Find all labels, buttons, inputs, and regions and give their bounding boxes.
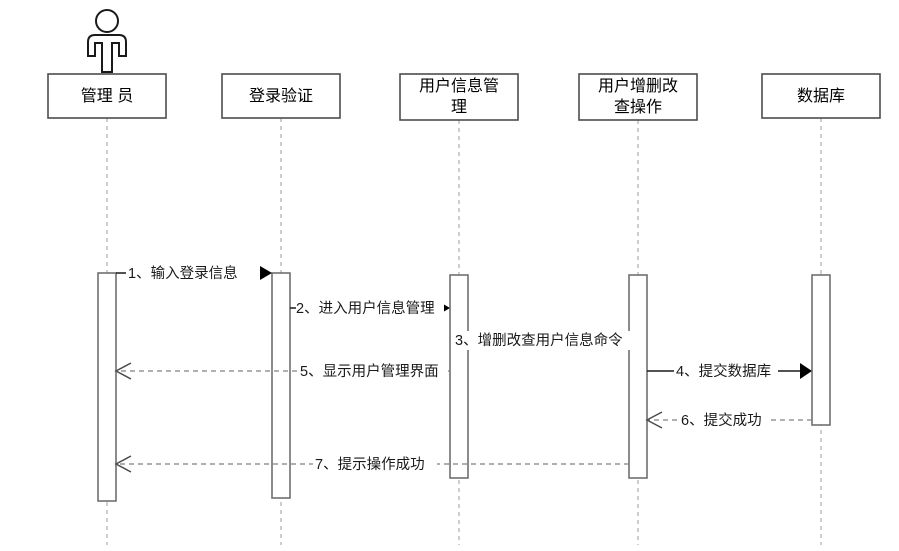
message-3-label: 3、增删改查用户信息命令 [455, 331, 623, 349]
lifeline-label-database: 数据库 [797, 87, 845, 105]
lifeline-box-user-crud-operations[interactable]: 用户增删改 查操作 [578, 73, 698, 121]
lifeline-label-user-crud-operations-line2: 查操作 [614, 98, 662, 116]
lifeline-label-user-info-management-line2: 理 [451, 99, 467, 116]
activation-bar-user-info-management [449, 274, 469, 479]
message-4[interactable]: 4、提交数据库 [647, 362, 812, 381]
lifeline-label-user-crud-operations-line1: 用户增删改 [598, 77, 678, 95]
message-6[interactable]: 6、提交成功 [645, 411, 812, 430]
message-4-label: 4、提交数据库 [676, 362, 771, 380]
activation-bar-admin [97, 272, 117, 502]
message-7[interactable]: 7、提示操作成功 [114, 455, 629, 474]
message-7-label: 7、提示操作成功 [315, 456, 425, 473]
message-1-label: 1、输入登录信息 [128, 265, 238, 282]
message-6-label: 6、提交成功 [681, 411, 762, 429]
message-2-label: 2、进入用户信息管理 [296, 300, 435, 317]
activation-bar-user-crud-operations [628, 274, 648, 479]
lifeline-box-database[interactable]: 数据库 [761, 73, 881, 119]
message-2[interactable]: 2、进入用户信息管理 [290, 299, 450, 318]
actor-icon [87, 9, 127, 73]
lifeline-box-user-info-management[interactable]: 用户信息管 理 [399, 73, 519, 121]
activation-bar-database [811, 274, 831, 426]
lifeline-box-login-validation[interactable]: 登录验证 [221, 73, 341, 119]
message-5-label: 5、显示用户管理界面 [300, 363, 439, 380]
lifeline-label-admin: 管理 员 [81, 87, 133, 105]
activation-bar-login-validation [271, 272, 291, 499]
lifeline-label-login-validation: 登录验证 [249, 87, 313, 105]
activation-bars-group [97, 272, 831, 502]
message-5[interactable]: 5、显示用户管理界面 [114, 362, 450, 381]
message-3[interactable]: 3、增删改查用户信息命令 [453, 331, 630, 350]
message-1[interactable]: 1、输入登录信息 [116, 264, 272, 283]
lifeline-box-admin[interactable]: 管理 员 [47, 73, 167, 119]
lifeline-label-user-info-management-line1: 用户信息管 [419, 77, 499, 95]
